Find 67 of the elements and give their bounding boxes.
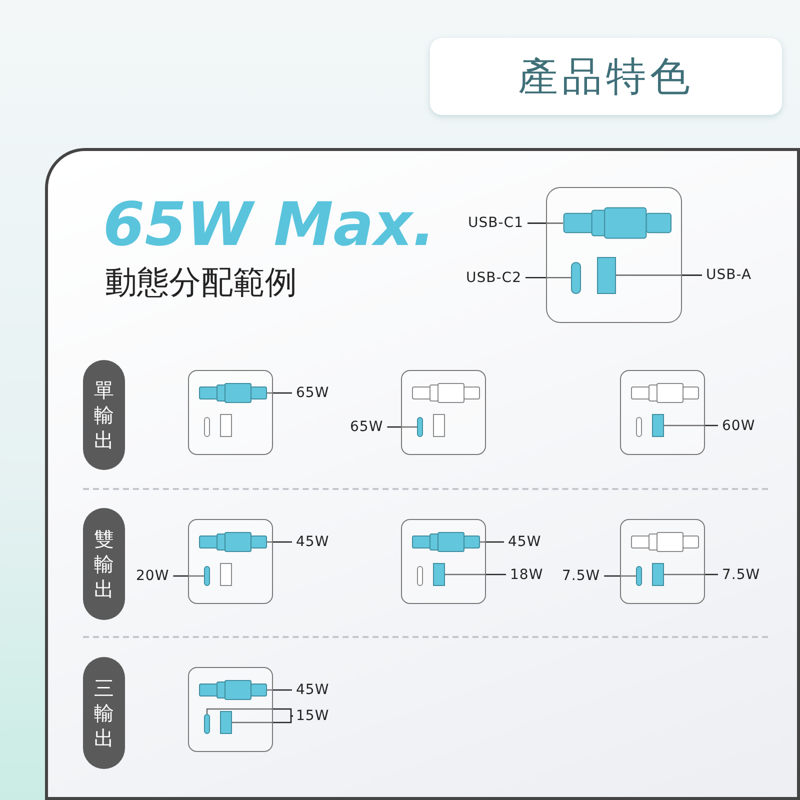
leader-line (267, 689, 292, 691)
usb-a-port (652, 414, 664, 437)
title: 65W Max. (103, 190, 436, 260)
usb-a-port (652, 563, 664, 586)
leader-line (387, 426, 417, 428)
charger-outline (546, 187, 682, 323)
usb-a-port (433, 563, 445, 586)
subtitle: 動態分配範例 (105, 262, 297, 302)
leader-line (527, 222, 563, 224)
charger-outline (401, 519, 486, 604)
port-label: 45W (296, 533, 330, 551)
usb-c-port (204, 714, 210, 734)
port-label: 7.5W (562, 567, 600, 585)
usb-c-plug-drawing (199, 680, 267, 700)
category-tab: 三輸出 (83, 657, 125, 769)
port-label: 20W (136, 567, 170, 585)
usb-c-port (636, 417, 642, 437)
port-label: 45W (508, 533, 542, 551)
category-tab: 雙輸出 (83, 508, 125, 620)
port-label: 15W (296, 707, 330, 725)
leader-line (173, 575, 204, 577)
leader-line (525, 276, 571, 278)
usb-c-port (636, 566, 642, 586)
usb-c-plug-drawing (412, 383, 480, 403)
usb-a-port (220, 414, 232, 437)
leader-line (232, 715, 293, 724)
port-label: 60W (722, 416, 756, 434)
port-label: USB-C1 (468, 214, 524, 232)
charger-outline (401, 370, 486, 455)
charger-outline (188, 519, 273, 604)
port-label: USB-A (706, 266, 752, 284)
leader-line (604, 575, 636, 577)
usb-c-port (571, 262, 581, 294)
port-label: 45W (296, 681, 330, 699)
charger-outline (620, 519, 705, 604)
leader-line (267, 541, 292, 543)
leader-line (664, 574, 718, 576)
leader-line (664, 424, 718, 426)
leader-line (267, 392, 292, 394)
port-label: USB-C2 (466, 268, 522, 287)
usb-a-port (596, 256, 616, 294)
charger-outline (620, 370, 705, 455)
heading-badge: 產品特色 (430, 38, 782, 115)
leader-line (445, 574, 506, 576)
leader-line (206, 708, 293, 717)
usb-a-port (220, 563, 232, 586)
usb-c-plug-drawing (631, 532, 699, 552)
leader-line (616, 274, 702, 276)
usb-c-port (417, 417, 423, 437)
port-label: 65W (296, 384, 330, 402)
usb-c-plug-drawing (199, 532, 267, 552)
usb-c-plug-drawing (412, 532, 480, 552)
usb-c-plug-drawing (199, 383, 267, 403)
port-label: 65W (350, 418, 384, 436)
charger-outline (188, 370, 273, 455)
usb-c-port (204, 417, 210, 437)
usb-c-port (204, 566, 210, 586)
port-label: 18W (510, 566, 544, 584)
usb-a-port (433, 414, 445, 437)
usb-c-plug-drawing (563, 207, 672, 240)
leader-line (480, 541, 504, 543)
port-label: 7.5W (722, 566, 760, 584)
usb-a-port (220, 711, 232, 734)
charger-outline (188, 667, 273, 752)
usb-c-port (417, 566, 423, 586)
usb-c-plug-drawing (631, 383, 699, 403)
category-tab: 單輸出 (83, 360, 125, 470)
